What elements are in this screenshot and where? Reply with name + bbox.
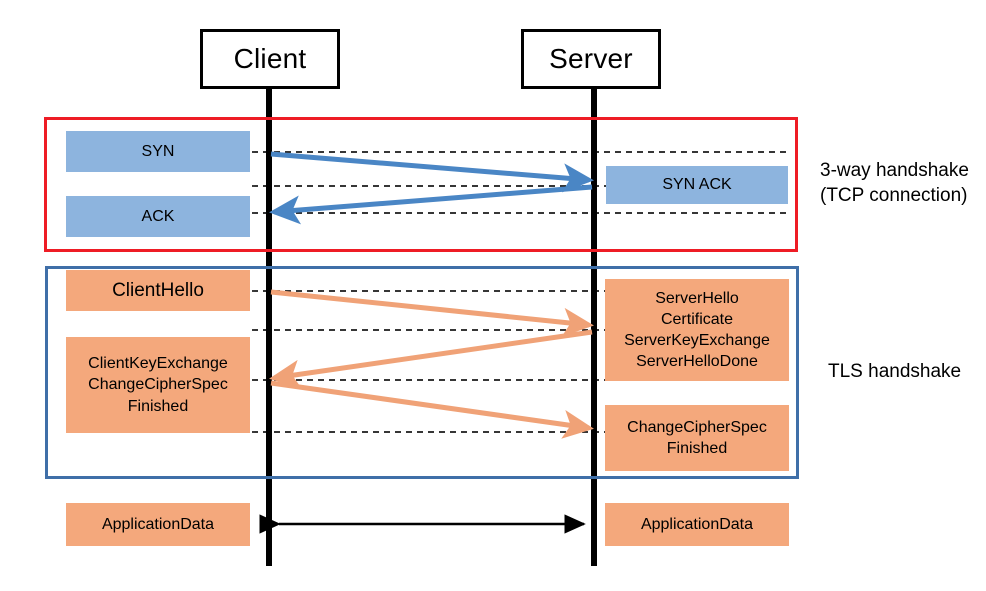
message-syn[interactable]: SYN — [66, 131, 250, 172]
message-client-application-data-label: ApplicationData — [101, 515, 215, 533]
participant-server-label: Server — [549, 43, 633, 74]
dashed-guides — [252, 151, 790, 433]
message-server-application-data[interactable]: ApplicationData — [605, 503, 789, 546]
message-client-application-data[interactable]: ApplicationData — [66, 503, 250, 546]
message-syn-ack-label: SYN ACK — [662, 176, 732, 194]
message-syn-ack[interactable]: SYN ACK — [606, 166, 788, 204]
group-box-tls-handshake — [45, 266, 799, 479]
caption-tcp-handshake: 3-way handshake (TCP connection) — [820, 160, 969, 207]
arrow-client-hello — [270, 289, 594, 337]
arrow-server-hello — [269, 329, 593, 389]
message-client-key-exchange[interactable]: ClientKeyExchange ChangeCipherSpec Finis… — [66, 337, 250, 433]
arrow-syn — [270, 151, 594, 193]
participant-client-label: Client — [233, 43, 307, 74]
message-client-hello-label: ClientHello — [112, 279, 204, 301]
group-box-tcp-handshake — [44, 117, 798, 252]
arrow-client-key-exchange — [270, 380, 594, 439]
arrow-syn-ack — [269, 184, 593, 225]
caption-tls-handshake: TLS handshake — [828, 361, 962, 382]
message-server-application-data-label: ApplicationData — [640, 515, 754, 533]
message-ack-label: ACK — [141, 207, 175, 225]
message-syn-label: SYN — [141, 142, 175, 160]
message-server-hello[interactable]: ServerHello Certificate ServerKeyExchang… — [605, 279, 789, 381]
message-client-hello[interactable]: ClientHello — [66, 270, 250, 311]
participant-server[interactable]: Server — [521, 29, 661, 89]
participant-client[interactable]: Client — [200, 29, 340, 89]
message-ack[interactable]: ACK — [66, 196, 250, 237]
message-server-change-cipher-spec-label: ChangeCipherSpec Finished — [627, 418, 767, 457]
message-server-change-cipher-spec[interactable]: ChangeCipherSpec Finished — [605, 405, 789, 471]
message-server-hello-label: ServerHello Certificate ServerKeyExchang… — [624, 289, 770, 371]
message-client-key-exchange-label: ClientKeyExchange ChangeCipherSpec Finis… — [88, 355, 228, 415]
